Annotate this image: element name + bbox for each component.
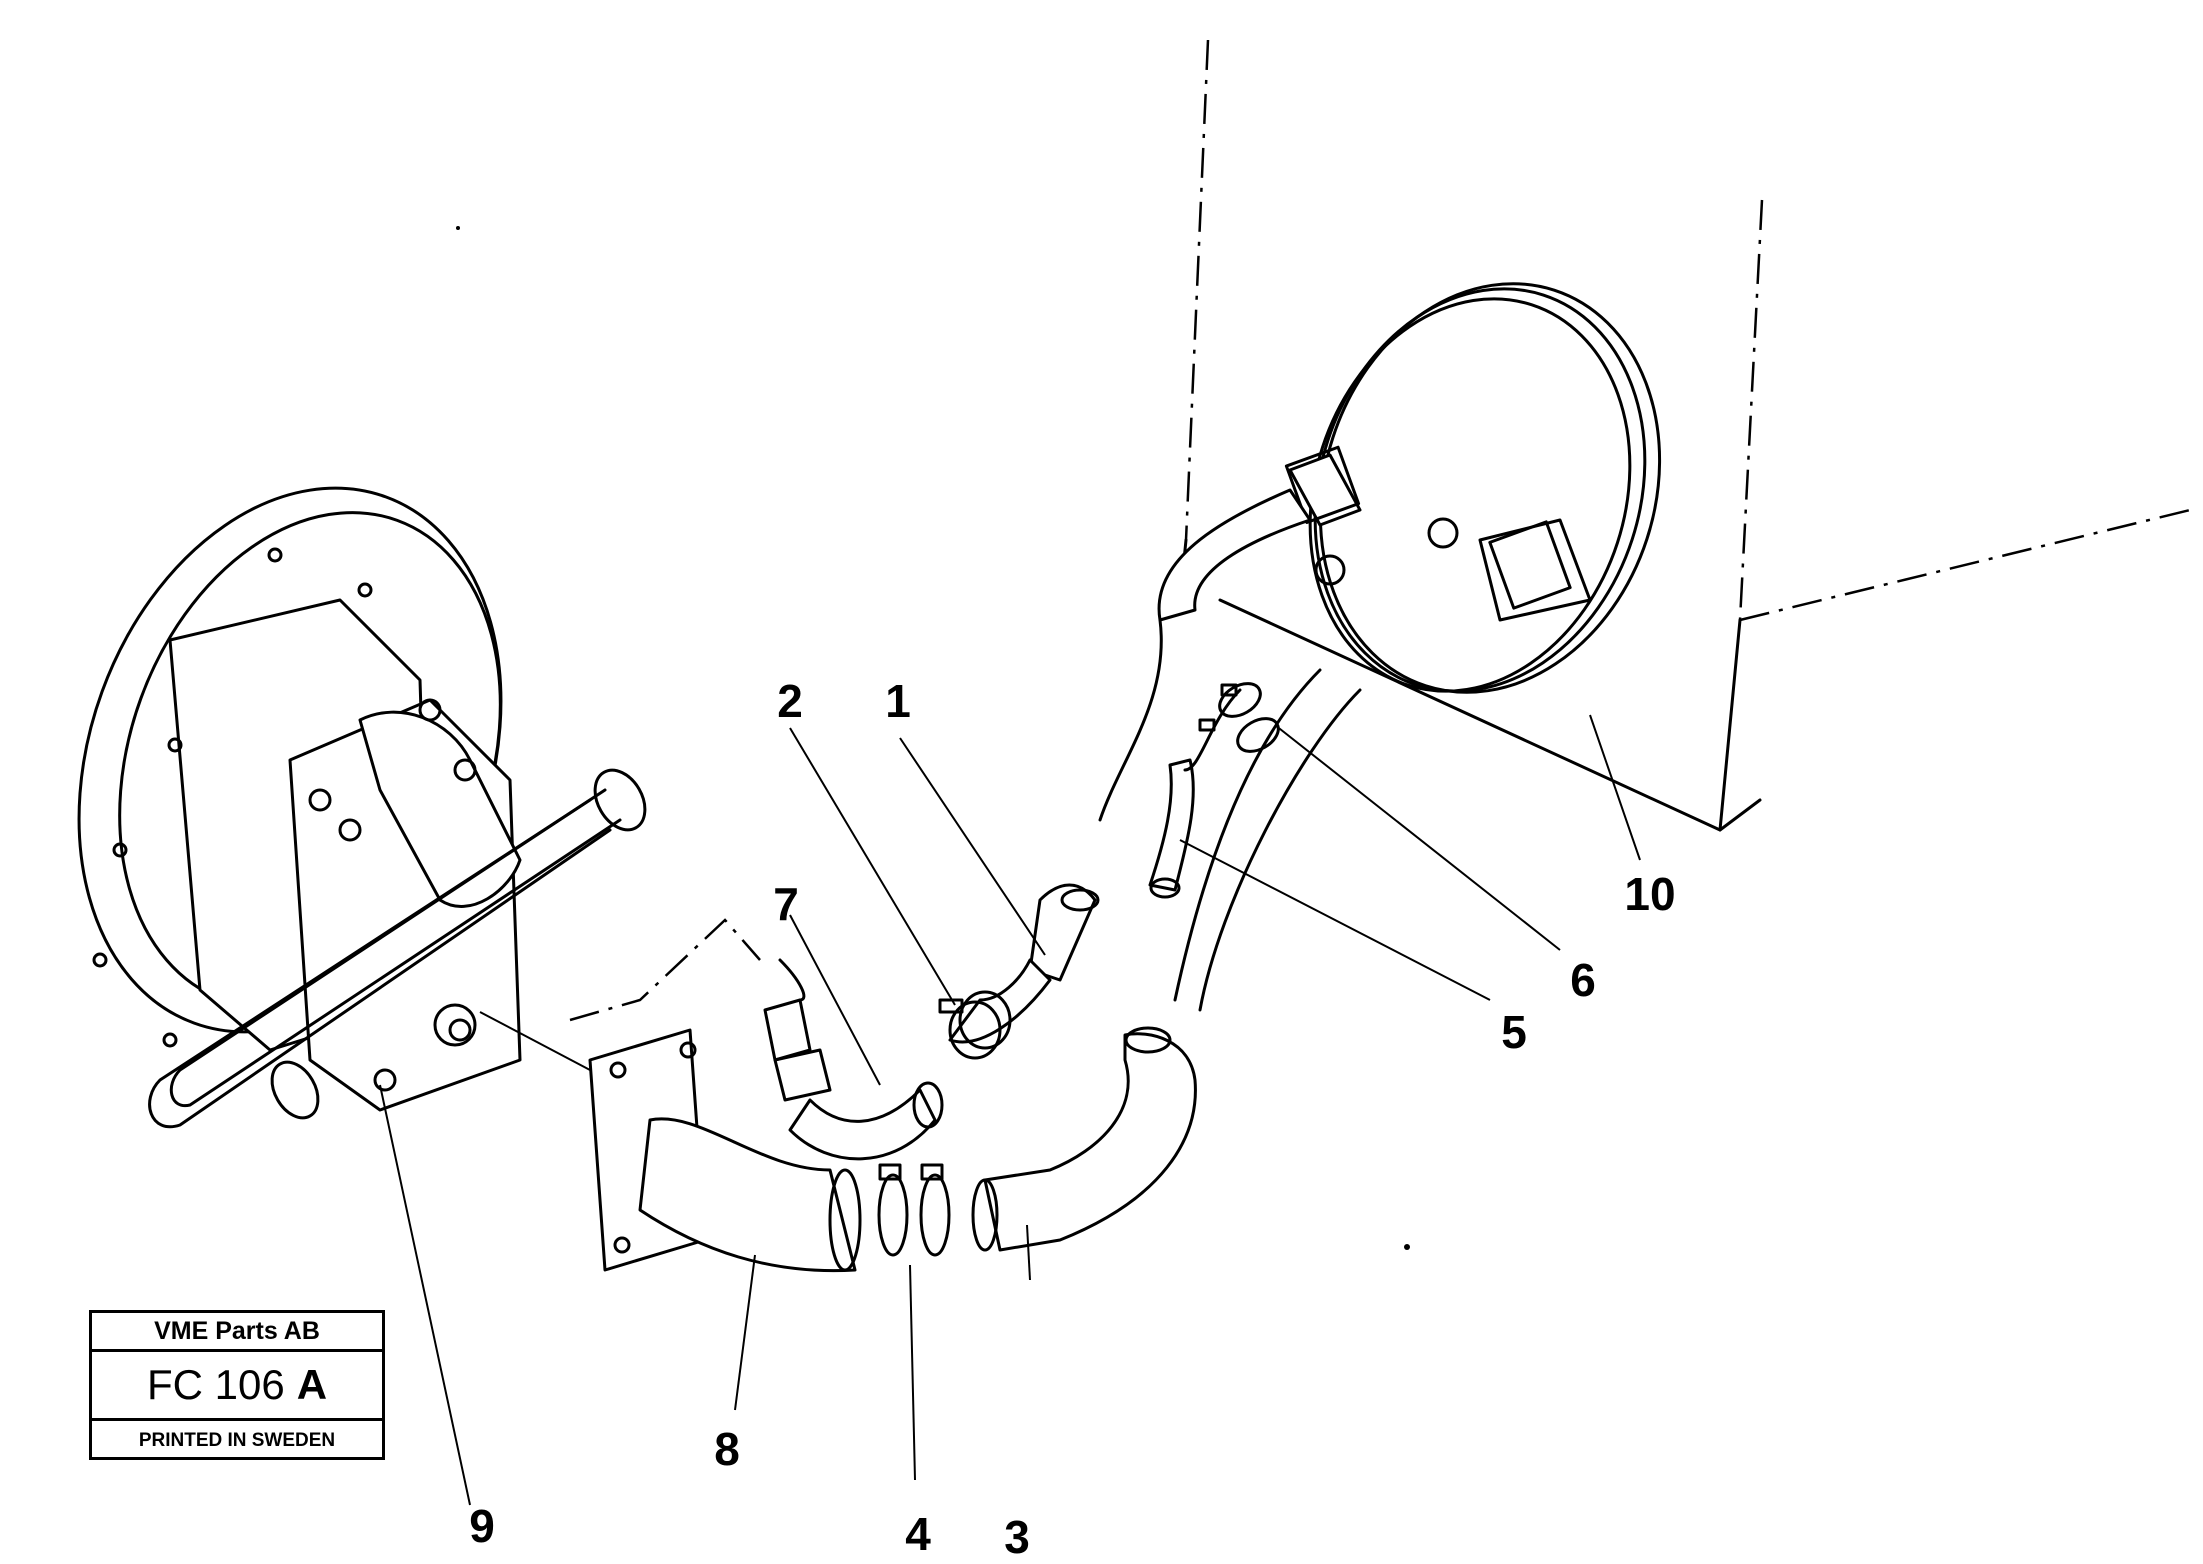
callout-5: 5	[1501, 1006, 1527, 1058]
stamp-company: VME Parts AB	[92, 1313, 382, 1352]
callout-4: 4	[905, 1508, 931, 1560]
callout-10: 10	[1624, 868, 1675, 920]
tank-flange	[1284, 282, 1662, 694]
callout-labels: 1 2 3 4 5 6 7 8 9 10	[469, 675, 1675, 1563]
stamp-figure-suffix: A	[296, 1361, 328, 1408]
clamps-4	[877, 1163, 951, 1257]
pump-9	[77, 486, 647, 1129]
hose-3	[971, 1026, 1197, 1252]
elbow-8	[588, 1028, 862, 1273]
hose-1	[1008, 488, 1312, 992]
leader-lines	[379, 714, 1641, 1506]
pipe-5	[1148, 668, 1362, 1012]
callout-9: 9	[469, 1500, 495, 1552]
stamp-figure-number: FC 106	[146, 1361, 285, 1408]
callout-3: 3	[1004, 1511, 1030, 1563]
hose-2	[938, 958, 1052, 1060]
fitting-7	[569, 918, 944, 1161]
clamps-6	[1198, 682, 1280, 753]
callout-2: 2	[777, 675, 803, 727]
callout-1: 1	[885, 675, 911, 727]
stamp-printed: PRINTED IN SWEDEN	[138, 1429, 336, 1451]
callout-8: 8	[714, 1423, 740, 1475]
callout-6: 6	[1570, 954, 1596, 1006]
callout-7: 7	[773, 878, 799, 930]
